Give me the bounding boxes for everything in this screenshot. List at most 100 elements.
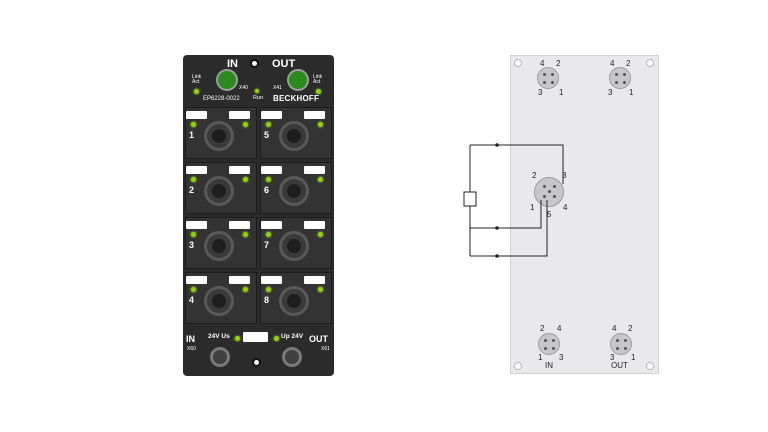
center-pin-3: 3 [562,171,567,180]
label-strip-3b [229,221,250,229]
run-label: Run [253,95,264,101]
top-right-pin-1: 1 [629,88,634,97]
port-number-3: 3 [189,240,195,250]
top-left-pin-2: 2 [556,59,561,68]
label-strip-4a [186,276,207,284]
port-number-6: 6 [264,185,270,195]
mount-hole-tl [514,59,522,67]
mount-hole-bl [514,362,522,370]
bottom-left-pin-2: 2 [540,324,545,333]
model-number: EP6228-0022 [203,96,240,102]
status-led-1a [191,122,196,127]
x41-connector [287,69,309,91]
label-strip-5a [261,111,282,119]
status-led-8a [266,287,271,292]
ep6228-device: IN OUT Link Act Link Act X40 X41 EP6228-… [183,55,334,376]
top-right-pin-4: 4 [610,59,615,68]
status-led-2a [191,177,196,182]
brand-logo: BECKHOFF [273,94,320,103]
status-led-2b [243,177,248,182]
center-pin-4: 4 [563,203,568,212]
mount-hole-br [646,362,654,370]
link-led-right [316,89,321,94]
port-number-5: 5 [264,130,270,140]
top-right-pin-2: 2 [626,59,631,68]
label-strip-power [243,332,268,342]
m12-connector-4 [204,286,234,316]
x40-label: X40 [239,85,248,91]
label-strip-1b [229,111,250,119]
power-connector-out [282,347,302,367]
out-label: OUT [272,58,296,70]
status-led-1b [243,122,248,127]
power-led-right [274,336,279,341]
bottom-right-pin-3: 3 [610,353,615,362]
run-led [255,89,259,93]
m12-connector-5 [279,121,309,151]
label-strip-5b [304,111,325,119]
status-led-5a [266,122,271,127]
m12-connector-3 [204,231,234,261]
x40-connector [216,69,238,91]
label-strip-3a [186,221,207,229]
in-label: IN [227,58,238,70]
bottom-right-pin-4: 4 [612,324,617,333]
m12-connector-7 [279,231,309,261]
bottom-right-out-label: OUT [611,361,628,370]
label-strip-2a [186,166,207,174]
top-left-pin-4: 4 [540,59,545,68]
m12-connector-8 [279,286,309,316]
label-strip-7a [261,221,282,229]
status-led-7b [318,232,323,237]
pinout-plate [510,55,659,374]
label-strip-7b [304,221,325,229]
x61-label: X61 [321,346,330,352]
label-strip-8b [304,276,325,284]
power-led-left [235,336,240,341]
port-number-2: 2 [189,185,195,195]
link-act-left: Link Act [192,74,202,85]
bottom-left-connector [538,333,560,355]
label-strip-2b [229,166,250,174]
mount-hole-bottom [252,358,261,367]
label-strip-4b [229,276,250,284]
status-led-4b [243,287,248,292]
bottom-right-pin-2: 2 [628,324,633,333]
link-led-left [194,89,199,94]
top-left-pin-3: 3 [538,88,543,97]
power-left-label: 24V Us [208,333,230,340]
power-right-label: Up 24V [281,333,304,340]
port-number-1: 1 [189,130,195,140]
sensor-symbol [463,191,477,207]
top-right-connector [609,67,631,89]
power-in-label: IN [186,334,195,344]
bottom-left-in-label: IN [545,361,553,370]
center-io-connector [534,177,564,207]
status-led-3b [243,232,248,237]
m12-connector-6 [279,176,309,206]
bottom-right-pin-1: 1 [631,353,636,362]
center-pin-5: 5 [547,210,552,219]
label-strip-8a [261,276,282,284]
center-pin-2: 2 [532,171,537,180]
status-led-6a [266,177,271,182]
port-number-4: 4 [189,295,195,305]
x60-label: X60 [187,346,196,352]
power-out-label: OUT [309,334,328,344]
bottom-left-pin-4: 4 [557,324,562,333]
status-led-3a [191,232,196,237]
link-act-right: Link Act [313,74,323,85]
label-strip-6a [261,166,282,174]
status-led-5b [318,122,323,127]
status-led-8b [318,287,323,292]
port-number-8: 8 [264,295,270,305]
power-connector-in [210,347,230,367]
mount-hole-tr [646,59,654,67]
status-led-4a [191,287,196,292]
top-left-connector [537,67,559,89]
m12-connector-1 [204,121,234,151]
top-right-pin-3: 3 [608,88,613,97]
mount-hole-top [250,59,259,68]
label-strip-1a [186,111,207,119]
